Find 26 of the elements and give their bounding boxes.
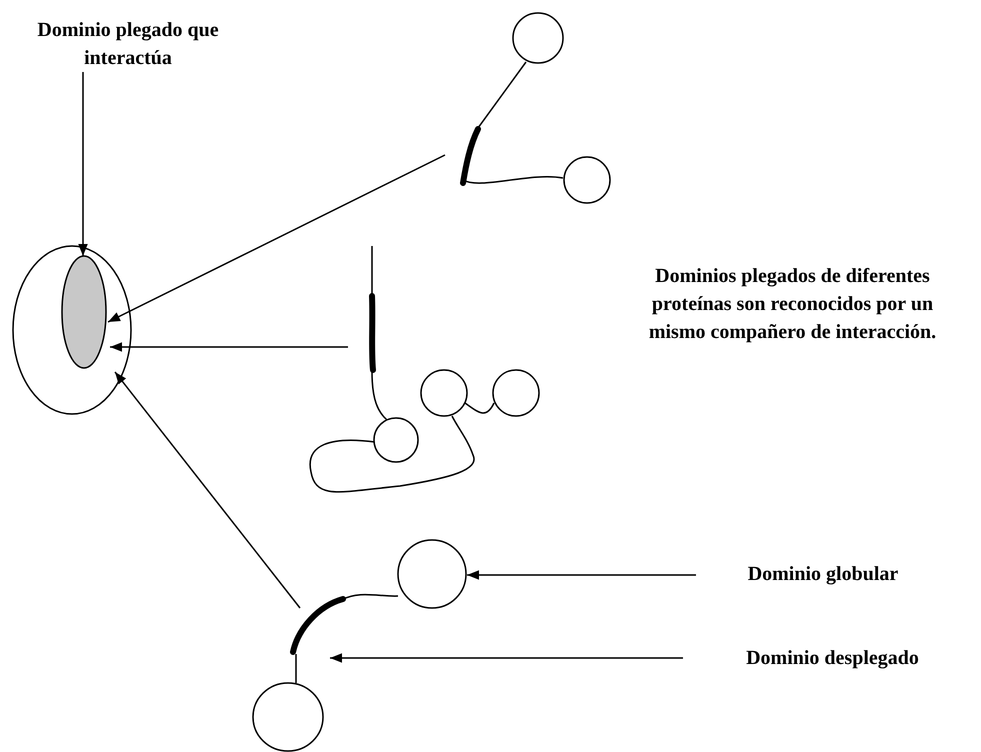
callout-label: Dominio globular	[698, 560, 948, 588]
arrow	[108, 154, 446, 323]
arrow	[110, 342, 348, 352]
chain-line	[371, 372, 388, 421]
folded-domain-ellipse	[61, 255, 107, 369]
description-text: Dominios plegados de diferentes proteínas son reconocidos por un mismo compañero de interacción.	[648, 264, 938, 345]
partner-ellipse	[12, 245, 132, 415]
globular-domain-circle	[420, 369, 468, 417]
globular-domain-circle	[492, 369, 540, 417]
globular-domain-circle	[512, 12, 564, 64]
globular-domain-circle	[563, 156, 611, 204]
callout-label: Dominio desplegado	[685, 644, 980, 672]
callout-label: Dominio plegado que interactúa	[28, 16, 228, 72]
unfolded-segment	[458, 125, 482, 187]
leader-line	[467, 570, 696, 580]
globular-domain-circle	[397, 539, 467, 609]
chain-line	[310, 416, 474, 493]
unfolded-segment	[288, 594, 348, 658]
leader-line	[330, 653, 683, 663]
leader-line	[78, 72, 88, 256]
arrow	[114, 372, 301, 608]
chain-line	[371, 246, 373, 296]
chain-line	[295, 654, 297, 683]
chain-line	[477, 62, 527, 128]
globular-domain-circle	[252, 682, 324, 752]
globular-domain-circle	[373, 417, 419, 463]
